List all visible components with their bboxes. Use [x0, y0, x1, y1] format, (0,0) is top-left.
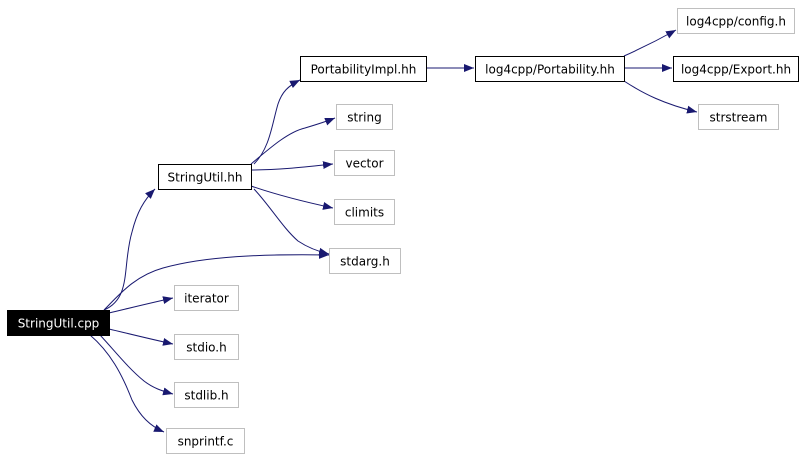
node-box — [329, 248, 401, 274]
node-label: log4cpp/Export.hh — [681, 63, 791, 77]
edge-stringutil-hh-to-string — [250, 117, 336, 165]
node-stdarg-h: stdarg.h — [329, 248, 401, 274]
node-label: string — [347, 111, 381, 125]
edge-portability-hh-to-config-h — [623, 29, 677, 57]
edge-stringutil-cpp-to-stdlib-h — [99, 334, 174, 396]
node-iterator: iterator — [174, 285, 239, 311]
edge-stringutil-hh-to-portabilityimpl-hh — [253, 79, 301, 165]
edge-stringutil-hh-to-vector — [250, 161, 334, 171]
node-box — [7, 310, 110, 336]
node-box — [698, 104, 779, 130]
node-portability-hh[interactable]: log4cpp/Portability.hh — [475, 56, 625, 82]
node-stringutil-cpp[interactable]: StringUtil.cpp — [7, 310, 110, 336]
node-box — [174, 285, 239, 311]
node-label: PortabilityImpl.hh — [311, 63, 417, 77]
node-string: string — [336, 104, 393, 130]
node-portabilityimpl-hh[interactable]: PortabilityImpl.hh — [300, 56, 427, 82]
node-layer: StringUtil.cpp StringUtil.hh PortabilityIm… — [7, 8, 799, 454]
node-strstream: strstream — [698, 104, 779, 130]
node-label: log4cpp/config.h — [686, 15, 786, 29]
edge-stringutil-cpp-to-stdarg-h — [103, 250, 330, 311]
node-label: snprintf.c — [178, 435, 234, 449]
edge-stringutil-hh-to-climits — [250, 185, 334, 210]
edge-stringutil-cpp-to-stdio-h — [108, 328, 174, 346]
edge-layer — [89, 29, 698, 433]
node-box — [336, 104, 393, 130]
node-label: iterator — [184, 292, 229, 306]
node-box — [677, 8, 795, 34]
node-stdlib-h: stdlib.h — [174, 382, 239, 408]
node-label: climits — [345, 206, 384, 220]
node-box — [334, 199, 395, 225]
edge-stringutil-cpp-to-stringutil-hh — [103, 188, 156, 311]
node-config-h: log4cpp/config.h — [677, 8, 795, 34]
edge-stringutil-hh-to-stdarg-h — [253, 188, 330, 256]
node-box — [300, 56, 427, 82]
node-vector: vector — [334, 150, 395, 176]
node-climits: climits — [334, 199, 395, 225]
node-box — [174, 382, 239, 408]
node-label: stdlib.h — [184, 389, 228, 403]
node-label: StringUtil.hh — [168, 171, 243, 185]
node-label: strstream — [710, 111, 768, 125]
node-label: stdio.h — [186, 341, 226, 355]
node-label: StringUtil.cpp — [18, 317, 100, 331]
node-box — [475, 56, 625, 82]
node-export-hh[interactable]: log4cpp/Export.hh — [673, 56, 799, 82]
node-box — [166, 428, 245, 454]
node-label: vector — [345, 157, 383, 171]
node-box — [334, 150, 395, 176]
node-snprintf-c: snprintf.c — [166, 428, 245, 454]
node-label: stdarg.h — [340, 255, 390, 269]
node-box — [673, 56, 799, 82]
node-stringutil-hh[interactable]: StringUtil.hh — [158, 164, 252, 190]
node-stdio-h: stdio.h — [174, 334, 239, 360]
edge-stringutil-cpp-to-iterator — [108, 296, 174, 314]
edge-portability-hh-to-strstream — [623, 80, 698, 114]
node-box — [158, 164, 252, 190]
node-box — [174, 334, 239, 360]
node-label: log4cpp/Portability.hh — [485, 63, 615, 77]
edge-stringutil-cpp-to-snprintf-c — [89, 334, 165, 433]
